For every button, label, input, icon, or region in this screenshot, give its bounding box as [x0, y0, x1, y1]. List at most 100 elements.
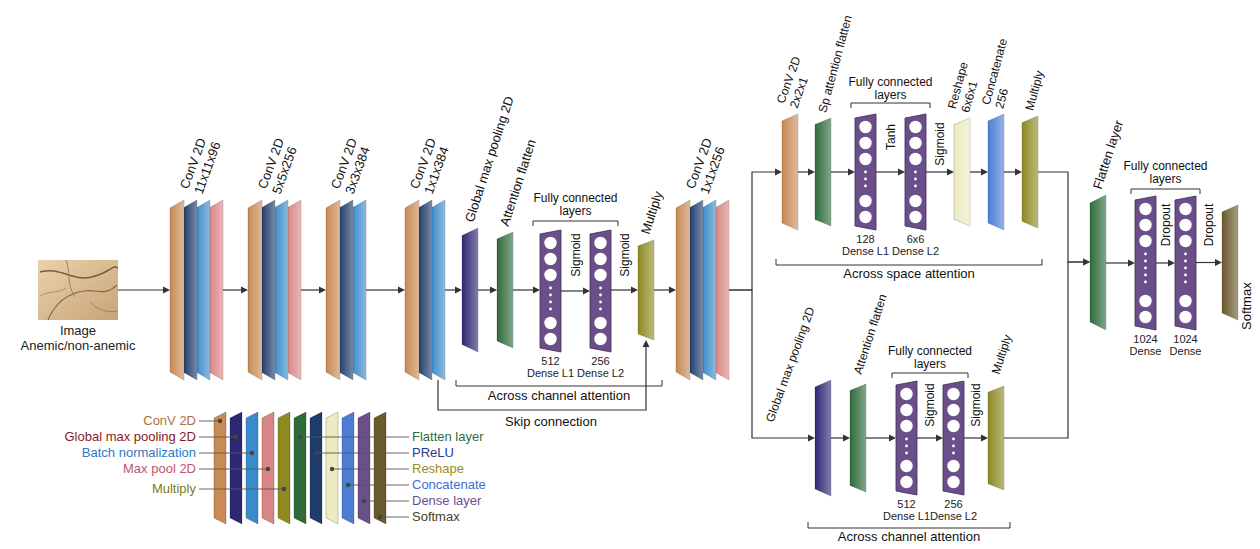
layer-block: Attention flatten — [850, 384, 866, 492]
connector — [798, 169, 815, 176]
leader-line — [199, 489, 284, 490]
annotation-box: Fully connected layers — [884, 345, 976, 371]
legend-swatch — [310, 412, 322, 524]
connector — [729, 169, 782, 291]
layer-text: 128 — [842, 233, 889, 245]
legend-swatch — [230, 412, 242, 524]
arrow-head — [241, 287, 248, 294]
layer-block: Concatenate256 — [988, 114, 1004, 230]
connector-line — [970, 171, 981, 172]
layer-text: Attention flatten — [497, 137, 539, 228]
slab-shine — [702, 200, 716, 380]
connector-line — [1004, 262, 1083, 438]
vessel — [40, 288, 66, 296]
neuron — [544, 237, 556, 249]
photo-ground — [38, 260, 118, 320]
neuron — [1179, 295, 1191, 307]
neuron-dot — [952, 452, 955, 455]
slab-shine — [183, 200, 197, 380]
bar-face — [896, 381, 917, 495]
connector — [831, 435, 850, 442]
slab-face — [1090, 195, 1106, 330]
leader-dot — [378, 515, 382, 519]
legend-entry: ConV 2D — [143, 413, 196, 428]
legend-text: PReLU — [412, 445, 454, 460]
slab-face — [988, 114, 1004, 230]
annotation: Sigmoid — [923, 383, 937, 426]
connector — [561, 288, 590, 295]
leader-dot — [218, 419, 222, 423]
slab-face — [497, 232, 513, 348]
layer-slab — [850, 384, 866, 492]
neuron — [859, 153, 871, 165]
neuron — [1139, 219, 1151, 231]
annotation-box: Dropout — [1159, 204, 1173, 247]
layer-size: 512Dense L1 — [883, 498, 930, 522]
connector — [876, 169, 905, 176]
connector — [866, 435, 896, 442]
slab-shine — [715, 200, 729, 380]
slab-face — [431, 200, 445, 380]
layer-block: ConV 2D1x1x256 — [676, 200, 729, 380]
annotation: Tanh — [884, 124, 898, 150]
arrow-head — [1215, 259, 1222, 266]
annotation: Sigmoid — [569, 233, 583, 276]
bar-face — [540, 230, 561, 352]
layer-slab — [815, 380, 831, 496]
slab-face — [782, 114, 798, 230]
leader-line — [364, 501, 409, 502]
connector — [223, 287, 248, 294]
connector-line — [118, 289, 163, 290]
layer-block: Multiply — [1022, 116, 1038, 228]
legend-entry: Softmax — [412, 509, 460, 524]
slab-shine — [405, 200, 419, 380]
dense-bar — [540, 230, 561, 352]
layer-text: Dense L2 — [930, 510, 977, 522]
neuron-dot — [1144, 267, 1147, 270]
layer-label: Softmax — [1239, 282, 1254, 330]
vessel — [48, 285, 117, 320]
layer-block: ConV 2D3x3x384 — [326, 200, 366, 380]
image-caption: ImageAnemic/non-anemic — [21, 323, 136, 353]
layer-block: Softmax — [1222, 205, 1238, 320]
connector — [1004, 259, 1090, 439]
slab-face — [183, 200, 197, 380]
layer-block: Reshape6x6x1 — [954, 118, 970, 226]
slab-face — [954, 118, 970, 226]
leader-dot — [314, 451, 318, 455]
layer-slab — [954, 118, 970, 226]
annotation-box: Tanh — [884, 124, 898, 150]
arrow-head — [1168, 260, 1175, 267]
leader-line — [300, 437, 409, 438]
layer-label: Multiply — [989, 333, 1015, 376]
connector-line — [866, 437, 889, 438]
slab-shine — [209, 200, 223, 380]
annotation-box: Across space attention — [799, 267, 1019, 281]
slab-shine — [274, 200, 288, 380]
dense-layer: 6x6Dense L2 — [905, 114, 926, 230]
leader-dot — [330, 467, 334, 471]
dense-bar — [896, 381, 917, 495]
slab-face — [988, 386, 1004, 490]
slab-face — [248, 200, 262, 380]
connector — [513, 287, 540, 294]
layer-text: Dense L1 — [527, 367, 574, 379]
layer-text: Dense L1 — [842, 245, 889, 257]
leader-dot — [346, 483, 350, 487]
slab-face — [261, 200, 275, 380]
bracket — [456, 380, 662, 386]
arrow-head — [936, 435, 943, 442]
slab-face — [676, 200, 690, 380]
neuron — [594, 269, 606, 281]
connector — [118, 287, 170, 294]
layer-label: Multiply — [638, 189, 666, 236]
legend-swatch — [262, 412, 274, 524]
leader-line — [348, 485, 409, 486]
annotation: Fully connected layers — [848, 75, 932, 102]
slab-shine — [462, 228, 478, 352]
brackets — [456, 103, 1200, 528]
connector — [1156, 260, 1175, 267]
neuron-dot — [599, 287, 602, 290]
neuron — [544, 253, 556, 265]
layer-text: 512 — [527, 355, 574, 367]
